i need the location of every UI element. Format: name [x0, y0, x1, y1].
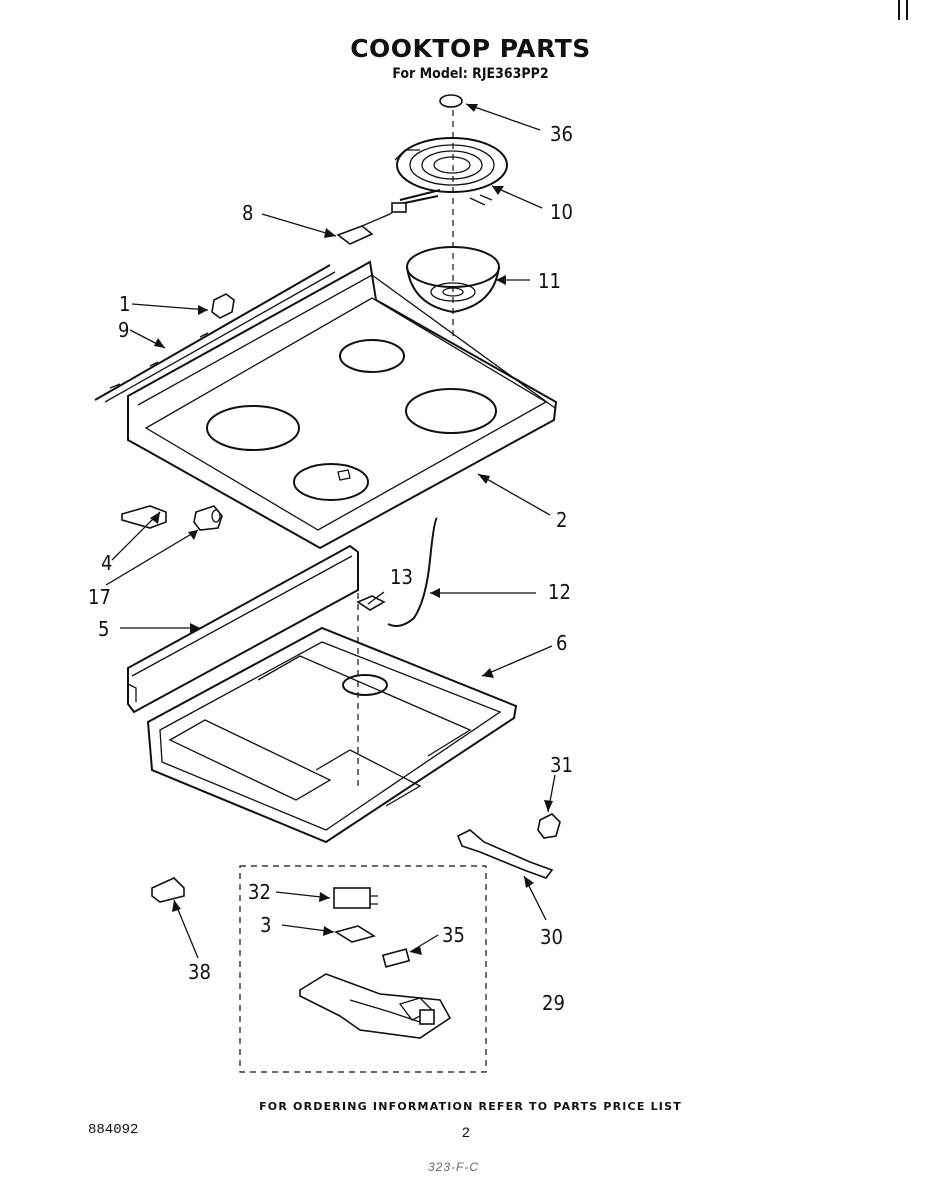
part-11-drip-bowl — [406, 246, 500, 314]
part-29-switch-assembly — [299, 973, 452, 1039]
part-36-center-cap — [439, 94, 463, 108]
part-32-switch — [333, 887, 378, 909]
ordering-info-note: FOR ORDERING INFORMATION REFER TO PARTS … — [259, 1100, 682, 1113]
part-2-main-cooktop — [127, 260, 558, 550]
callout-8: 8 — [242, 201, 253, 225]
callout-36: 36 — [550, 122, 573, 146]
part-6-burner-box — [146, 626, 518, 844]
callout-30: 30 — [540, 925, 563, 949]
model-subtitle: For Model: RJE363PP2 — [392, 66, 549, 82]
part-13-small-clip — [356, 595, 386, 611]
part-29-assembly-box — [239, 865, 487, 1073]
part-4-bracket — [121, 505, 167, 529]
part-30-strap — [456, 829, 554, 879]
arrow-heads — [150, 104, 553, 955]
part-35-small-plate — [381, 948, 411, 968]
callout-2: 2 — [556, 508, 567, 532]
callout-17: 17 — [88, 585, 111, 609]
document-number: 884092 — [88, 1122, 139, 1138]
callout-13: 13 — [390, 565, 413, 589]
part-3-plate — [334, 925, 376, 943]
part-17-grommet — [193, 505, 223, 531]
part-8-terminal-block — [336, 202, 407, 245]
callout-31: 31 — [550, 753, 573, 777]
page-edge-mark — [898, 0, 908, 20]
part-38-bracket — [151, 877, 185, 903]
part-12-wire-rod — [387, 517, 438, 627]
callout-11: 11 — [538, 269, 561, 293]
page-title: COOKTOP PARTS — [350, 34, 591, 63]
leader-lines — [105, 103, 556, 959]
callout-9: 9 — [118, 318, 129, 342]
part-5-front-rail — [127, 544, 359, 714]
part-31-clip — [537, 813, 561, 839]
callout-6: 6 — [556, 631, 567, 655]
callout-3: 3 — [260, 913, 271, 937]
callout-10: 10 — [550, 200, 573, 224]
page-number: 2 — [462, 1124, 470, 1140]
handwritten-scribble: 323-F-C — [428, 1160, 480, 1174]
callout-29: 29 — [542, 991, 565, 1015]
callout-38: 38 — [188, 960, 211, 984]
callout-4: 4 — [101, 551, 112, 575]
part-10-surface-element — [394, 137, 508, 206]
callout-35: 35 — [442, 923, 465, 947]
part-9-trim-strip — [94, 264, 336, 403]
callout-12: 12 — [548, 580, 571, 604]
callout-1: 1 — [119, 292, 130, 316]
part-1-clip — [211, 293, 235, 319]
callout-5: 5 — [98, 617, 109, 641]
callout-32: 32 — [248, 880, 271, 904]
